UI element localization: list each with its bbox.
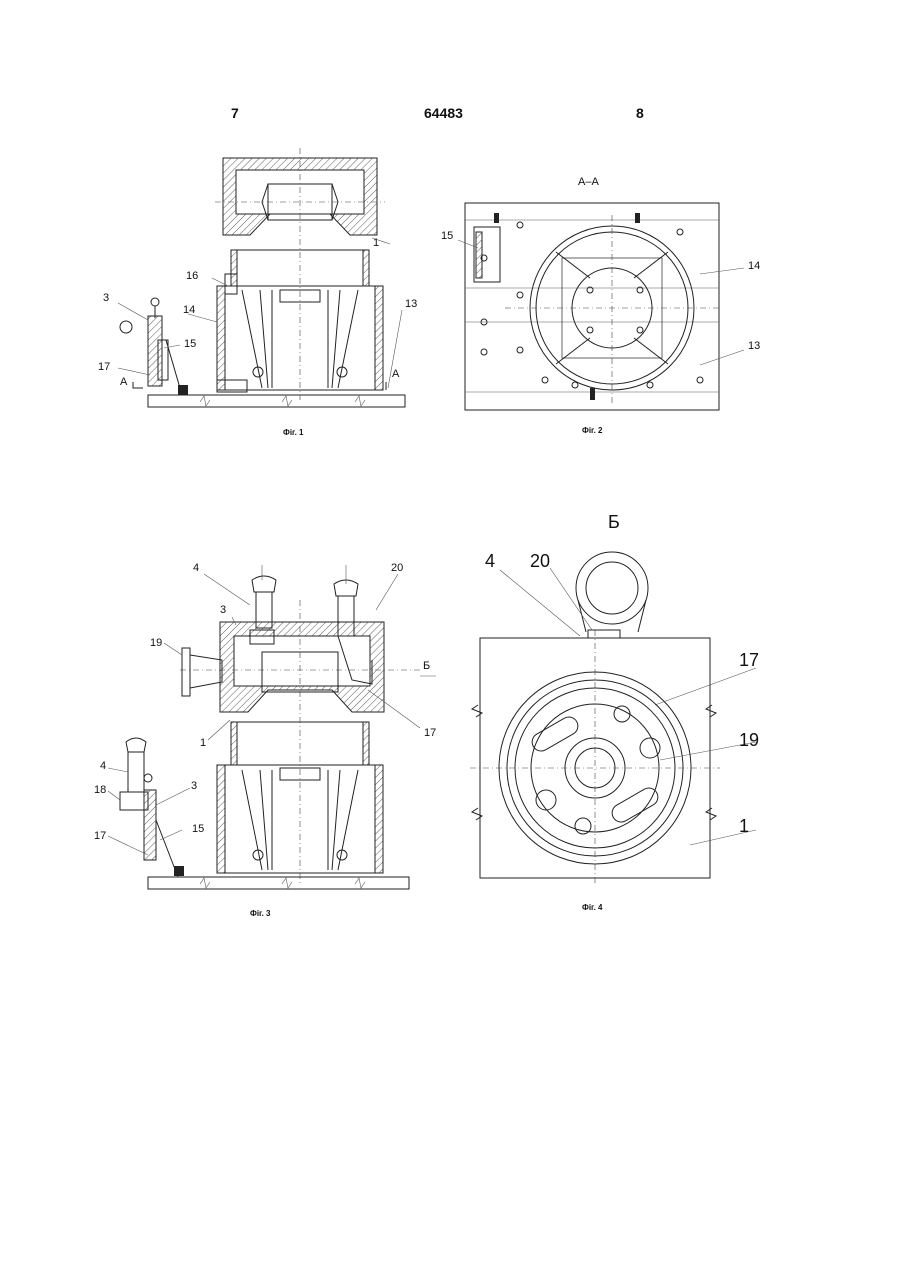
fig3-view-mark: Б <box>423 660 430 672</box>
fig1-label: 16 <box>186 270 198 282</box>
fig1-label: 17 <box>98 361 110 373</box>
fig3-label: 3 <box>220 604 226 616</box>
fig4-view-title: Б <box>608 512 620 533</box>
figure-1-drawing <box>118 148 405 407</box>
section-mark-left: A <box>120 376 127 388</box>
fig2-section-title: A–A <box>578 176 599 188</box>
fig1-caption: Фіг. 1 <box>283 428 303 437</box>
fig3-label: 1 <box>200 737 206 749</box>
fig3-label: 4 <box>100 760 106 772</box>
figure-3-drawing <box>108 565 436 889</box>
fig1-label: 13 <box>405 298 417 310</box>
fig3-label: 15 <box>192 823 204 835</box>
fig4-label: 4 <box>485 551 495 572</box>
fig4-label: 19 <box>739 730 759 751</box>
fig4-label: 20 <box>530 551 550 572</box>
fig2-label: 15 <box>441 230 453 242</box>
section-mark-right: A <box>392 368 399 380</box>
fig3-label: 3 <box>191 780 197 792</box>
fig2-caption: Фіг. 2 <box>582 426 602 435</box>
fig1-label: 14 <box>183 304 195 316</box>
fig1-label: 15 <box>184 338 196 350</box>
fig4-label: 17 <box>739 650 759 671</box>
figure-4-drawing <box>470 552 756 885</box>
fig3-label: 20 <box>391 562 403 574</box>
fig3-label: 17 <box>94 830 106 842</box>
fig2-label: 14 <box>748 260 760 272</box>
figure-2-drawing <box>458 203 744 410</box>
fig3-label: 17 <box>424 727 436 739</box>
fig4-label: 1 <box>739 816 749 837</box>
fig1-label: 1 <box>373 237 379 249</box>
fig3-label: 19 <box>150 637 162 649</box>
fig3-label: 4 <box>193 562 199 574</box>
fig3-label: 18 <box>94 784 106 796</box>
fig1-label: 3 <box>103 292 109 304</box>
fig2-label: 13 <box>748 340 760 352</box>
fig3-caption: Фіг. 3 <box>250 909 270 918</box>
fig4-caption: Фіг. 4 <box>582 903 602 912</box>
